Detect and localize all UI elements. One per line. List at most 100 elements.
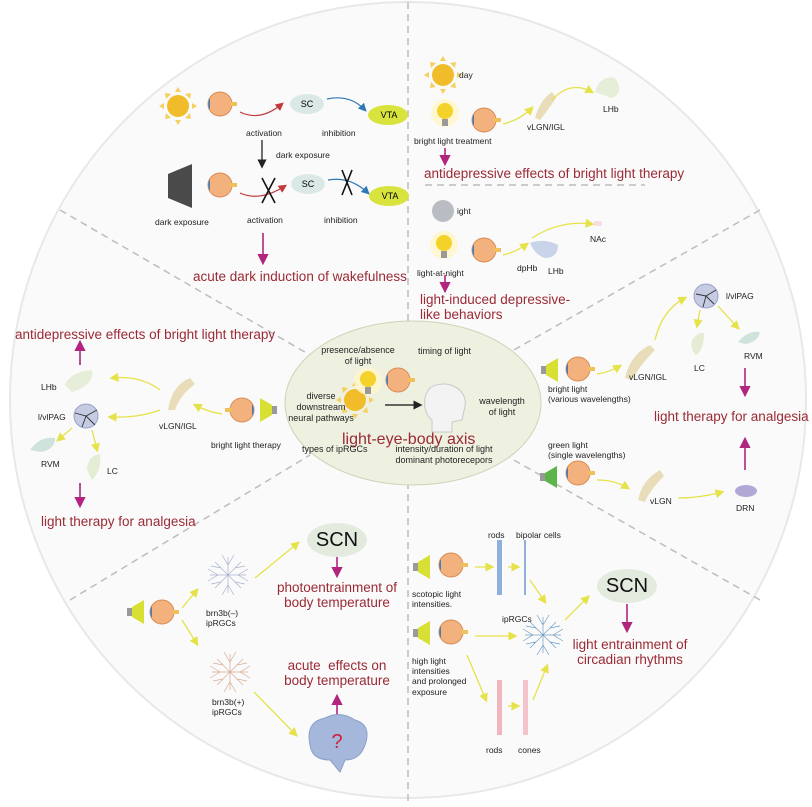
high-light-label: high light intensities and prolonged exp… [412, 656, 467, 697]
vta-label: VTA [380, 110, 398, 120]
pathway-arrow [596, 479, 631, 490]
lhb-shape [65, 370, 93, 392]
pathway-arrow [56, 427, 73, 442]
activation-label: activation [247, 215, 283, 225]
dark-screen-icon [168, 164, 192, 208]
center-title: light-eye-body axis [342, 431, 476, 448]
pathway-arrow [253, 691, 298, 737]
outcome-depressive: light-induced depressive- like behaviors [420, 292, 571, 322]
pathway-arrow [109, 372, 161, 391]
bulb-icon [430, 231, 458, 259]
drn-label: DRN [736, 503, 755, 513]
lc-label: LC [694, 363, 705, 373]
vta-node [368, 105, 408, 125]
day-label: day [459, 70, 473, 80]
bipolar-cells-label: bipolar cells [516, 530, 561, 540]
bright-light-therapy-label: bright light therapy [211, 440, 281, 450]
lhb-label: LHb [548, 266, 564, 276]
factor-diverse: diverse downstream neural pathways [288, 391, 354, 423]
pathway-arrow [254, 541, 301, 579]
pathway-arrow [91, 429, 100, 453]
pathway-arrow [107, 409, 161, 422]
pathway-arrow [181, 619, 199, 647]
outcome-circadian: light entrainment of circadian rhythms [572, 637, 688, 667]
rvm-shape [738, 331, 760, 344]
pathway-arrow [502, 242, 530, 256]
cones-label: cones [518, 745, 541, 755]
vta-node [369, 186, 409, 206]
rvm-label: RVM [744, 351, 763, 361]
sc-node [290, 94, 324, 114]
outcome-acute-temperature: acute effects on body temperature [284, 658, 390, 688]
pathway-arrow [181, 588, 199, 609]
vlgn-igl-shape [535, 92, 556, 120]
rvm-shape [30, 437, 55, 452]
vlgn-igl-label: vLGN/IGL [527, 122, 565, 132]
inhibition-arrow-blocked [327, 178, 370, 195]
activation-arrow [239, 102, 284, 117]
pathway-arrow [693, 309, 703, 329]
pag-label: l/vlPAG [726, 291, 754, 301]
drn-shape [735, 485, 757, 497]
pathway-arrow [564, 595, 590, 621]
vlgn-igl-shape [168, 378, 195, 410]
section-dividers [59, 2, 761, 805]
light-at-night-label: light-at-night [417, 268, 464, 278]
rod-cell-icon [497, 680, 502, 735]
lhb-label: LHb [603, 104, 619, 114]
green-light-label: green light (single wavelengths) [548, 440, 626, 461]
inhibition-label: inhibition [324, 215, 358, 225]
vlgn-label: vLGN [650, 496, 672, 506]
night-label: ight [457, 206, 471, 216]
outcome-antidepressive-left: antidepressive effects of bright light t… [15, 327, 276, 342]
brain-icon [308, 714, 368, 773]
vlgn-igl-shape [625, 345, 655, 380]
bipolar-cell-icon [524, 540, 526, 595]
pathway-arrow [596, 364, 623, 375]
activation-label: activation [246, 128, 282, 138]
vlgn-shape [638, 470, 664, 502]
question-mark: ? [331, 730, 343, 753]
cone-cell-icon [523, 680, 528, 735]
lc-shape [691, 332, 704, 355]
scn-node: SCN [597, 569, 657, 603]
dphb-label: dpHb [517, 263, 538, 273]
vta-label: VTA [381, 191, 399, 201]
block-x-icon [261, 177, 276, 204]
pathway-arrow [677, 489, 725, 499]
brn3b-minus-label: brn3b(–) ipRGCs [206, 608, 239, 629]
dark-exposure-label: dark exposure [155, 217, 209, 227]
pathway-arrow [551, 84, 595, 101]
dphb-lhb-shape [530, 240, 558, 258]
pathway-arrow [717, 305, 740, 330]
green-lamp-icon [540, 466, 557, 488]
sc-label: SC [301, 179, 315, 189]
outcome-antidepressive-top: antidepressive effects of bright light t… [424, 166, 685, 181]
bulb-icon [431, 99, 459, 127]
nac-label: NAc [590, 234, 607, 244]
vlgn-igl-label: vLGN/IGL [159, 421, 197, 431]
sc-label: SC [300, 99, 314, 109]
factor-intensity: intensity/duration of light dominant pho… [395, 444, 493, 465]
rods-label: rods [488, 530, 505, 540]
pag-lines [74, 409, 98, 428]
nac-shape [594, 221, 602, 226]
pag-lines [695, 289, 717, 308]
pathway-arrow [192, 403, 223, 415]
sc-node [291, 174, 325, 194]
lc-shape [87, 454, 101, 480]
scn-node: SCN [307, 523, 367, 557]
factor-timing: timing of light [418, 346, 472, 356]
pathway-arrow [531, 218, 595, 239]
rods-label: rods [486, 745, 503, 755]
block-x-icon [341, 169, 353, 196]
moon-icon [432, 200, 454, 222]
outcome-analgesia-right: light therapy for analgesia [654, 409, 809, 424]
dark-exposure-transition-label: dark exposure [276, 150, 330, 160]
inhibition-label: inhibition [322, 128, 356, 138]
pag-label: l/vlPAG [38, 412, 66, 422]
bright-light-treatment-label: bright light treatment [414, 136, 492, 146]
rvm-label: RVM [41, 459, 60, 469]
